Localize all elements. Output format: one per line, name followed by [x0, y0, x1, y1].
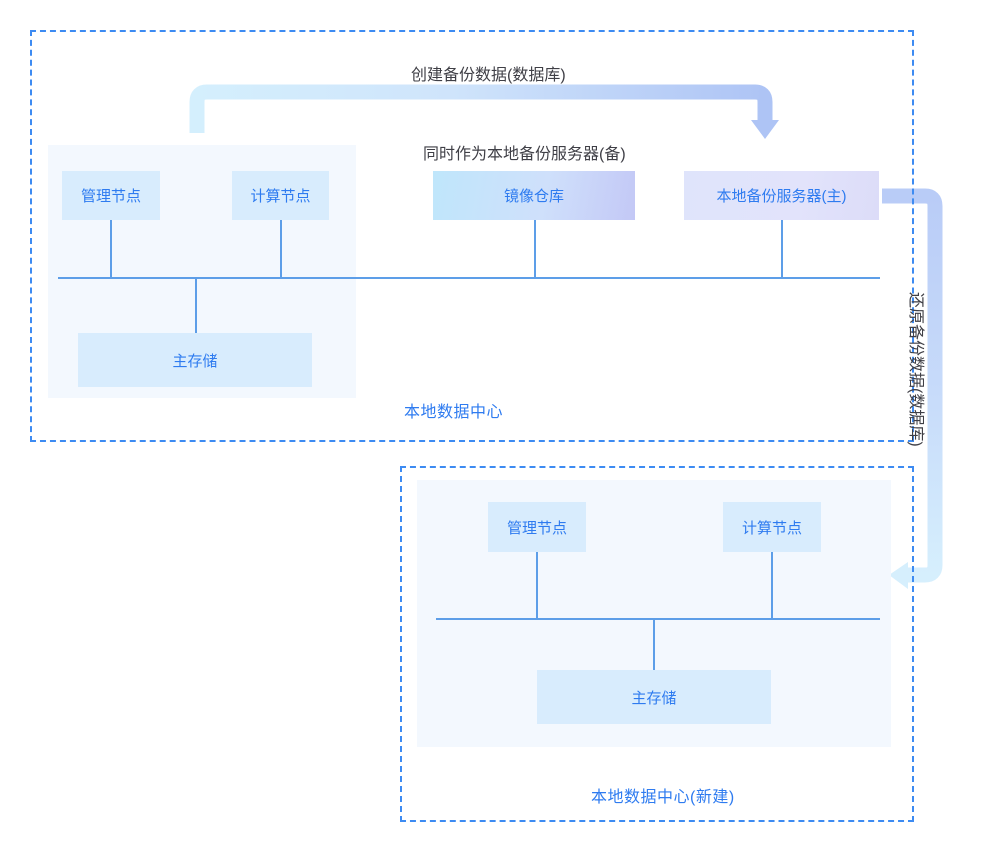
connector-compute-bottom	[771, 552, 773, 619]
connector-compute-top	[280, 220, 282, 278]
flow-label-also-backup-server: 同时作为本地备份服务器(备)	[423, 146, 626, 163]
node-local-backup-server-primary[interactable]: 本地备份服务器(主)	[684, 171, 879, 220]
datacenter-bottom-label: 本地数据中心(新建)	[591, 789, 735, 806]
datacenter-top-boundary	[30, 30, 914, 442]
flow-label-create-backup: 创建备份数据(数据库)	[411, 67, 566, 84]
node-compute-top[interactable]: 计算节点	[232, 171, 329, 220]
connector-storage-top	[195, 278, 197, 334]
bus-line-bottom	[436, 618, 880, 620]
node-image-registry[interactable]: 镜像仓库	[433, 171, 635, 220]
connector-mgmt-top	[110, 220, 112, 278]
bus-line-top	[58, 277, 880, 279]
connector-registry	[534, 220, 536, 278]
datacenter-top-label: 本地数据中心	[404, 404, 504, 421]
node-compute-bottom[interactable]: 计算节点	[723, 502, 821, 552]
flow-label-restore-backup: 还原备份数据(数据库)	[907, 292, 924, 447]
connector-mgmt-bottom	[536, 552, 538, 619]
node-primary-storage-top[interactable]: 主存储	[78, 333, 312, 387]
node-management-top[interactable]: 管理节点	[62, 171, 160, 220]
node-management-bottom[interactable]: 管理节点	[488, 502, 586, 552]
connector-storage-bottom	[653, 619, 655, 671]
datacenter-bottom-boundary	[400, 466, 914, 822]
connector-backup-main	[781, 220, 783, 278]
node-primary-storage-bottom[interactable]: 主存储	[537, 670, 771, 724]
